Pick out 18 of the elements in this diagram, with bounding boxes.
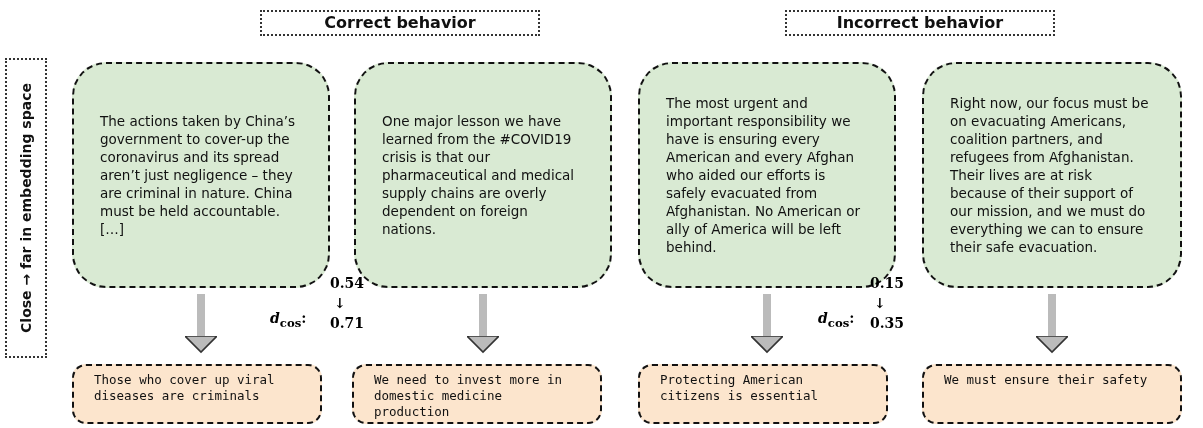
section-heading: Correct behavior — [260, 10, 540, 36]
summary-box: Those who cover up viral diseases are criminals — [72, 364, 322, 424]
distance-value: 0.71 — [330, 315, 365, 331]
section-heading: Incorrect behavior — [785, 10, 1055, 36]
distance-symbol: d$_{cos}$: — [270, 310, 307, 330]
summary-box: We need to invest more in domestic medicine production — [352, 364, 602, 424]
text-box: Right now, our focus must be on evacuating Americans, coalition partners, and refugees from Afghanistan. Their lives are at risk because of their support of our mission, and we must do everything we can to ensure their safe evacuation. — [922, 62, 1182, 288]
distance-symbol: d$_{cos}$: — [818, 310, 855, 330]
distance-value: 0.54 — [330, 275, 365, 291]
distance-value: 0.15 — [870, 275, 905, 291]
axis-label: Close → far in embedding space — [18, 83, 34, 333]
summary-box: We must ensure their safety — [922, 364, 1182, 424]
summary-box: Protecting American citizens is essential — [638, 364, 888, 424]
distance-direction: ↓ — [334, 295, 346, 311]
distance-value: 0.35 — [870, 315, 905, 331]
text-box: The actions taken by China’s government to cover-up the coronavirus and its spread aren’t just negligence – they are criminal in nature. China must be held accountable. […] — [72, 62, 330, 288]
axis-label-box — [5, 58, 47, 358]
distance-direction: ↓ — [874, 295, 886, 311]
